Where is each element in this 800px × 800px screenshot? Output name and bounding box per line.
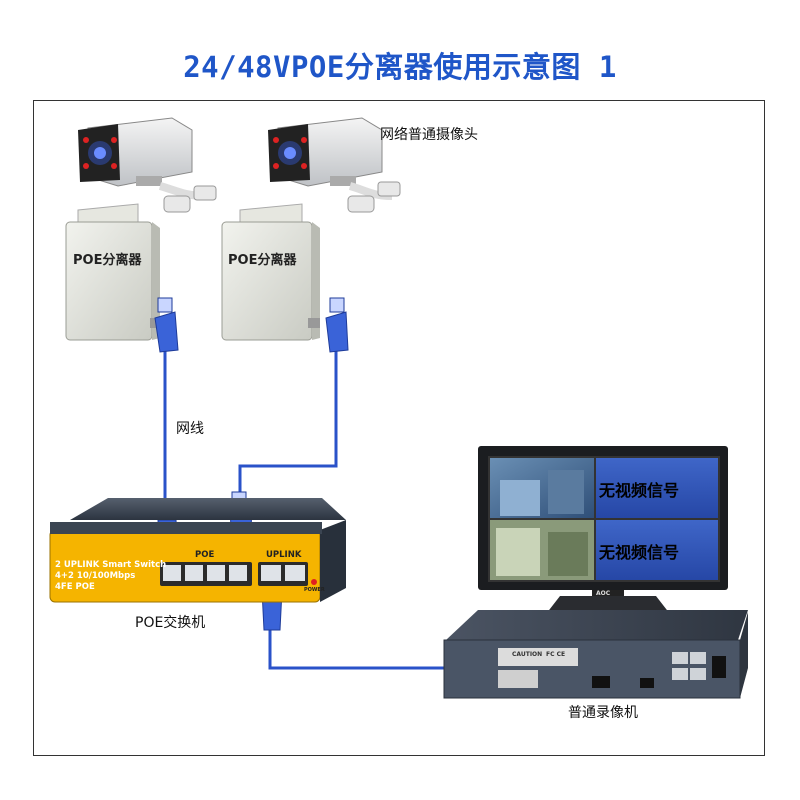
monitor (478, 446, 728, 614)
switch-panel-text: 2 UPLINK Smart Switch 4+2 10/100Mbps 4FE… (55, 560, 166, 593)
power-led-icon (311, 579, 317, 585)
poe-switch-label: POE交换机 (135, 615, 206, 631)
no-signal-text-1: 无视频信号 (599, 481, 680, 500)
camera-2 (268, 117, 401, 213)
splitter-1-label: POE分离器 (73, 253, 142, 268)
nvr-label: 普通录像机 (568, 705, 638, 721)
nvr-caution-label: CAUTION (512, 651, 543, 658)
nvr-cert-marks: FC CE (546, 651, 566, 658)
video-tile-2 (596, 458, 718, 518)
poe-splitter-1 (65, 203, 162, 341)
switch-poe-group-label: POE (195, 550, 215, 560)
switch-uplink-group-label: UPLINK (266, 550, 302, 560)
camera-1 (78, 117, 217, 213)
switch-power-label: POWER (304, 587, 325, 593)
poe-splitter-2 (221, 203, 320, 341)
monitor-brand: AOC (596, 590, 611, 597)
switch-line-1: 2 UPLINK Smart Switch (55, 560, 167, 570)
diagram-frame (33, 100, 765, 756)
cable-label: 网线 (176, 421, 204, 437)
switch-line-2: 4+2 10/100Mbps (55, 571, 136, 581)
page-title: 24/48VPOE分离器使用示意图 1 (183, 50, 617, 84)
poe-switch (49, 498, 346, 603)
switch-line-3: 4FE POE (55, 582, 95, 592)
splitter-2-label: POE分离器 (228, 253, 297, 268)
cable-splitter2-to-switch (238, 350, 338, 505)
nvr-recorder (443, 610, 748, 699)
camera-label: 网络普通摄像头 (380, 127, 478, 143)
video-tile-4 (596, 520, 718, 580)
no-signal-text-2: 无视频信号 (599, 543, 680, 562)
